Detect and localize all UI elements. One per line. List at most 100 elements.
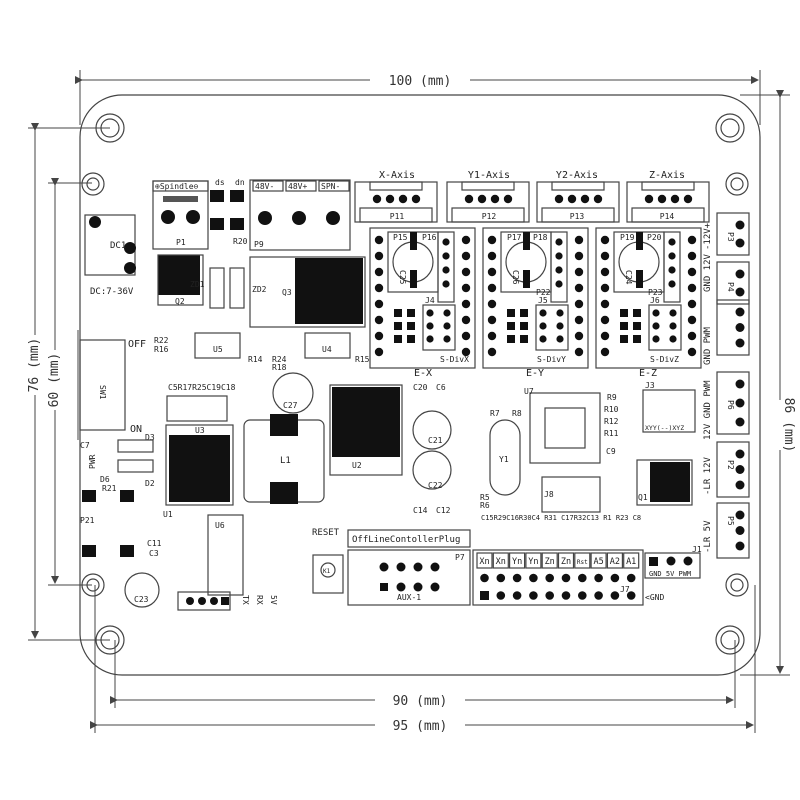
reset-button-k1[interactable]: K1 [312, 554, 344, 594]
driver-socket-x[interactable] [369, 227, 476, 369]
pin [442, 280, 450, 288]
header-pin [594, 591, 603, 600]
side-connector[interactable] [716, 371, 750, 435]
dn-label: dn [235, 178, 245, 187]
pin [735, 338, 745, 348]
header-pin [610, 591, 620, 600]
u2-label: U2 [352, 461, 362, 470]
header-pin [626, 573, 636, 583]
c11-label: C11 [147, 539, 162, 548]
driver-socket-z[interactable] [595, 227, 702, 369]
pin [554, 194, 564, 204]
sw1-label: SW1 [98, 385, 107, 400]
sdivz-label: S-DivZ [650, 355, 679, 364]
header-j7[interactable] [472, 549, 644, 606]
side-connector[interactable] [716, 299, 750, 356]
p4-label: P4 [726, 282, 735, 292]
header-pin [512, 573, 522, 583]
stepper-driver-sockets [369, 227, 702, 369]
p3-label: P3 [726, 232, 735, 242]
sdivy-label: S-DivY [537, 355, 566, 364]
jumper-j3[interactable]: J3 XYY(--)XYZ [642, 381, 696, 433]
side-connector[interactable] [716, 212, 750, 256]
driver-socket-y[interactable] [482, 227, 589, 369]
c24-label: C24 [624, 270, 633, 285]
pin [442, 252, 450, 260]
r15-label: R15 [355, 355, 370, 364]
q2-mosfet [158, 255, 200, 295]
dimension-95mm: 95 (mm) [393, 719, 448, 734]
header-pin-label: Xn [496, 557, 506, 567]
48v-plus-label: 48V+ [288, 182, 307, 191]
rx-label: RX [255, 595, 264, 605]
dc-jack: DC1 DC:7-36V [84, 214, 136, 297]
pin [372, 194, 382, 204]
axis-connector-z[interactable] [626, 181, 710, 223]
side-connector[interactable] [716, 441, 750, 498]
header-pin-label: A5 [593, 557, 603, 567]
power-switch-sw1[interactable]: SW1 OFF ON [79, 339, 146, 435]
header-pin [529, 591, 538, 600]
pin [735, 480, 745, 490]
header-pin [578, 573, 587, 583]
gnd-label: <GND [645, 593, 664, 602]
c6-label: C6 [436, 383, 446, 392]
header-pin [496, 591, 506, 600]
axis-connector-y1[interactable] [446, 181, 530, 223]
c25-label: C25 [398, 270, 407, 285]
pin [374, 347, 384, 357]
j8-label: J8 [544, 490, 554, 499]
serial-header[interactable] [177, 591, 231, 611]
p22-label: P22 [536, 288, 551, 297]
pin [487, 267, 497, 277]
on-label: ON [130, 424, 142, 435]
header-pin [594, 573, 603, 583]
pin [668, 266, 676, 274]
header-j1[interactable] [644, 552, 701, 579]
offline-controller-plug-p7[interactable]: OffLineContollerPlug P7 AUX-1 [347, 529, 471, 606]
header-pin-label: Rst [577, 559, 588, 566]
pin [600, 235, 610, 245]
p14-label: P14 [660, 212, 675, 221]
aux1-label: AUX-1 [397, 593, 421, 602]
pin [487, 331, 497, 341]
pin [374, 331, 384, 341]
ez-label: E-Z [639, 368, 657, 379]
icsp-j8: J8 [541, 476, 601, 513]
axis-connectors: X-Axis Y1-Axis Y2-Axis Z-Axis P11 P12 P1… [354, 170, 710, 223]
axis-connector-y2[interactable] [536, 181, 620, 223]
pin [385, 194, 395, 204]
pin [374, 235, 384, 245]
r18-label: R18 [272, 363, 287, 372]
pin [735, 541, 745, 551]
pin [600, 283, 610, 293]
offline-plug-label: OffLineContollerPlug [352, 535, 460, 545]
pin [735, 417, 745, 427]
pin [670, 194, 680, 204]
p3-side-label: -12V+ [703, 222, 713, 250]
p2-label: P2 [726, 460, 735, 470]
pin [374, 315, 384, 325]
pin [574, 347, 584, 357]
header-pin [545, 591, 554, 600]
c21-label: C21 [428, 436, 443, 445]
side-connector[interactable] [716, 261, 750, 305]
p21-label: P21 [80, 516, 95, 525]
pin [461, 267, 471, 277]
sdivx-label: S-DivX [440, 355, 469, 364]
side-connector[interactable] [716, 502, 750, 559]
pin [461, 331, 471, 341]
axis-connector-x[interactable] [354, 181, 438, 223]
p13-label: P13 [570, 212, 585, 221]
l1-label: L1 [280, 456, 291, 466]
c26-label: C26 [511, 270, 520, 285]
pin [487, 235, 497, 245]
r14-label: R14 [248, 355, 263, 364]
pin [735, 220, 745, 230]
pin [487, 251, 497, 261]
q1-label: Q1 [638, 493, 648, 502]
header-pin-label: Xn [479, 557, 489, 567]
header-pin-label: Yn [528, 557, 538, 567]
j1-pins-label: GND 5V PWM [649, 570, 691, 578]
r9-label: R9 [607, 393, 617, 402]
